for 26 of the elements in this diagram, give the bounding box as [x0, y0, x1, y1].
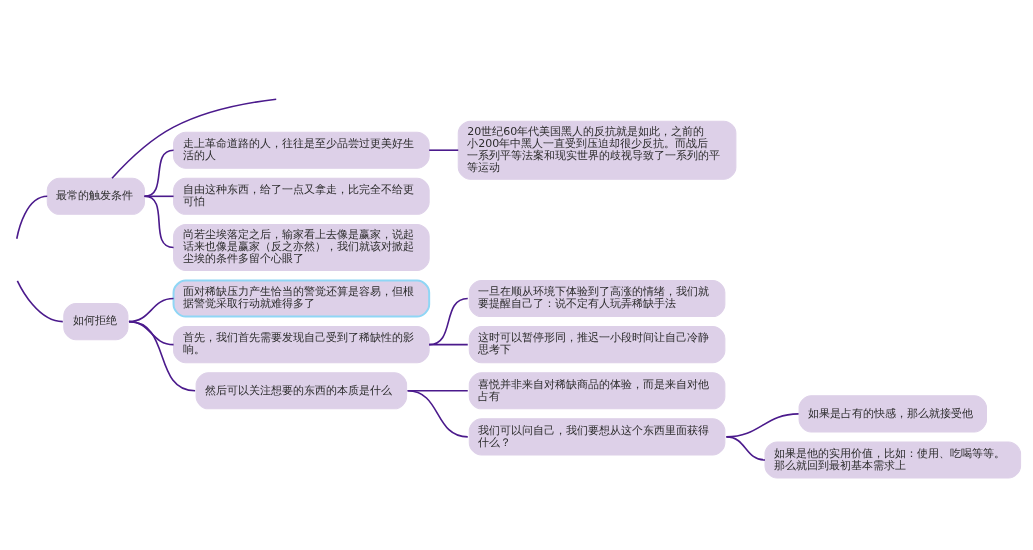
connector — [725, 436, 766, 461]
connector — [111, 98, 277, 180]
connector — [15, 195, 49, 240]
node-box: 首先，我们首先需要发现自己受到了稀缺性的影响。 — [173, 326, 430, 364]
node-box: 这时可以暂停形同，推迟一小段时间让自己冷静思考下 — [468, 326, 726, 364]
node-box: 然后可以关注想要的东西的本质是什么 — [195, 372, 408, 410]
connector — [16, 280, 64, 323]
connector — [428, 343, 469, 346]
node-box: 20世纪60年代美国黑人的反抗就是如此，之前的小200年中黑人一直受到压迫却很少反抗。而战后一系列平等法案和现实世界的歧视导致了一系列的平等运动 — [457, 120, 737, 180]
node-box: 如果是他的实用价值，比如：使用、吃喝等等。那么就回到最初基本需求上 — [764, 441, 1022, 479]
node-box: 喜悦并非来自对稀缺商品的体验，而是来自对他占有 — [468, 372, 726, 410]
node-box: 我们可以问自己，我们要想从这个东西里面获得什么？ — [468, 418, 726, 456]
connector — [143, 149, 175, 198]
connector — [406, 389, 469, 438]
node-box: 面对稀缺压力产生恰当的警觉还算是容易，但根据警觉采取行动就难得多了 — [172, 279, 431, 318]
node-box: 如何拒绝 — [63, 303, 129, 341]
node-box: 一旦在顺从环境下体验到了高涨的情绪，我们就要提醒自己了：说不定有人玩弄稀缺手法 — [468, 280, 726, 318]
node-box: 如果是占有的快感，那么就接受他 — [798, 395, 987, 433]
node-box: 尚若尘埃落定之后，输家看上去像是赢家，说起话来也像是赢家（反之亦然），我们就该对掀起尘埃的条件多留个心眼了 — [173, 223, 430, 271]
node-box: 走上革命道路的人，往往是至少品尝过更美好生活的人 — [173, 131, 430, 169]
connector — [128, 320, 196, 392]
connector — [428, 297, 469, 346]
node-box: 自由这种东西，给了一点又拿走，比完全不给更可怕 — [173, 177, 430, 215]
connector — [428, 149, 460, 151]
node-box: 最常的触发条件 — [46, 177, 145, 215]
connector — [143, 195, 175, 249]
